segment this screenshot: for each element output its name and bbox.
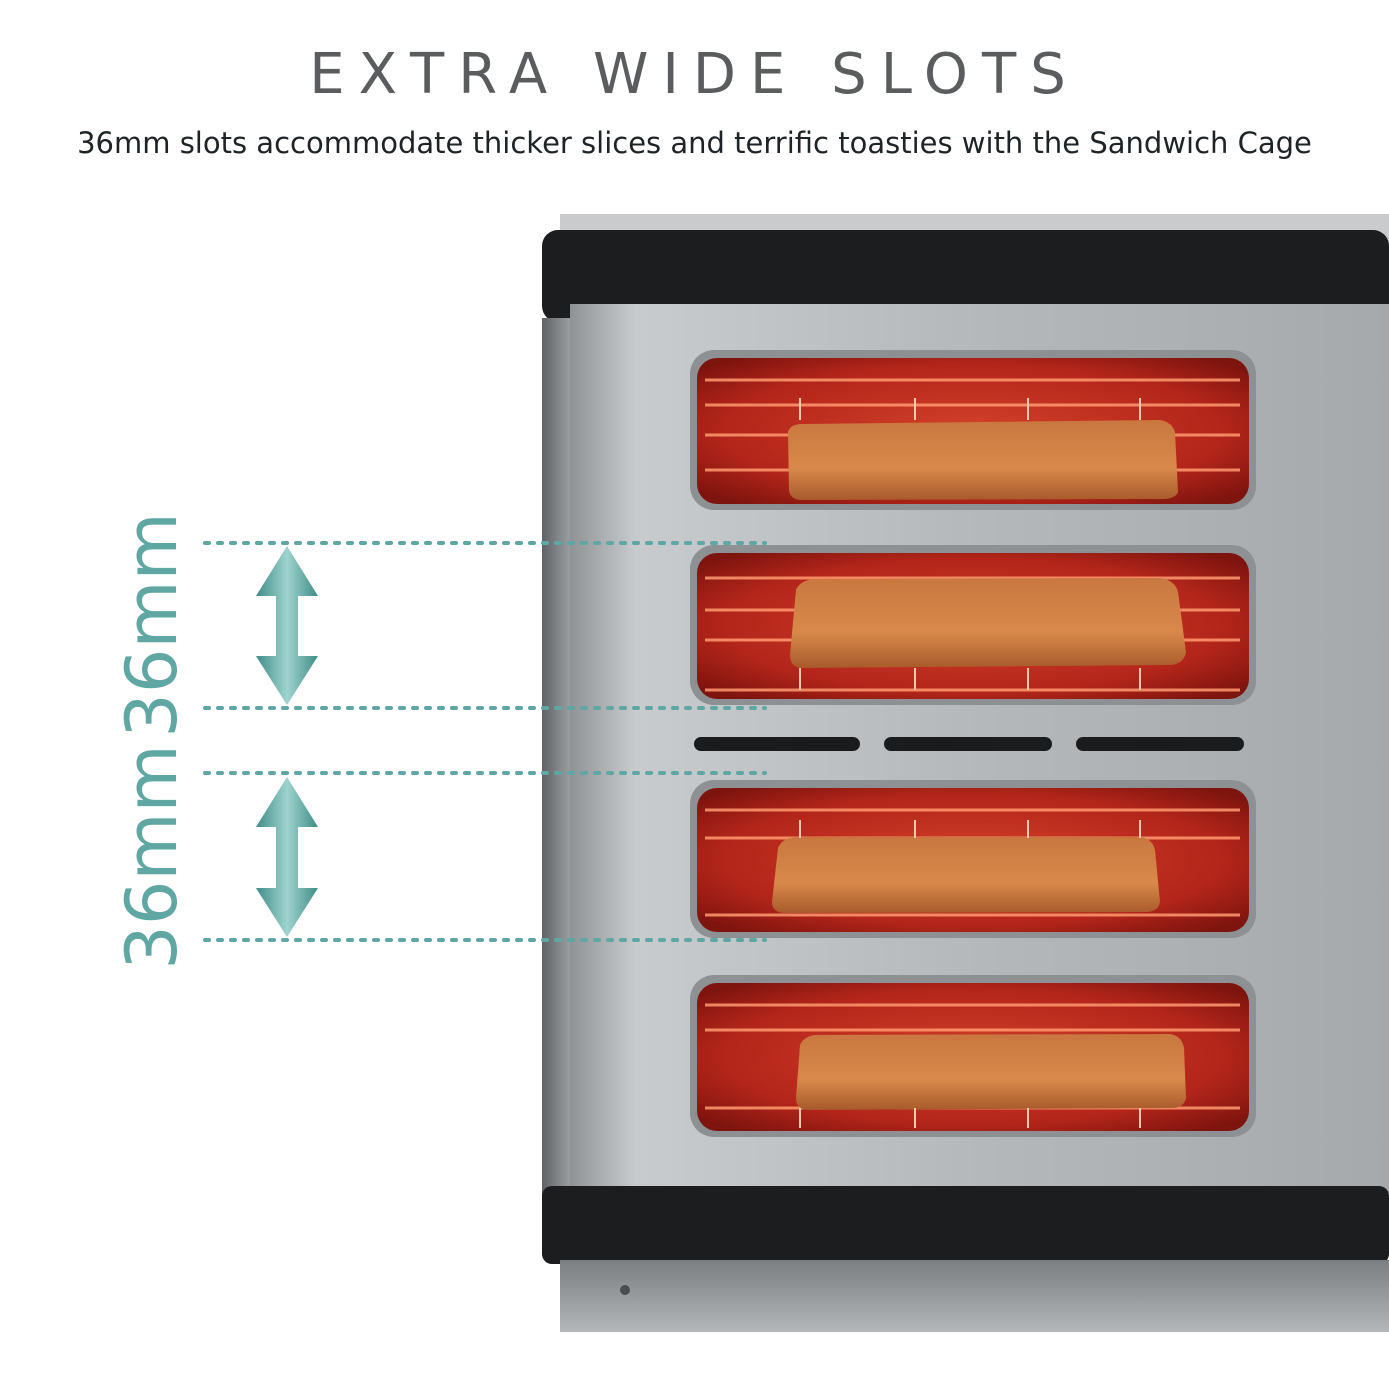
dimension-label-bottom: 36mm	[111, 744, 193, 969]
vent-slots	[694, 737, 1244, 751]
toast-slot-3	[690, 780, 1256, 938]
toast-slot-2	[690, 545, 1256, 705]
double-arrow-icon	[256, 777, 318, 937]
double-arrow-icon	[256, 546, 318, 705]
dimension-label-top: 36mm	[111, 512, 193, 737]
page-subtitle: 36mm slots accommodate thicker slices an…	[77, 126, 1312, 160]
toast-slot-1	[690, 350, 1256, 510]
toast-slot-4	[690, 975, 1256, 1137]
page-title: EXTRA WIDE SLOTS	[309, 42, 1080, 107]
dimension-guides	[203, 541, 767, 942]
